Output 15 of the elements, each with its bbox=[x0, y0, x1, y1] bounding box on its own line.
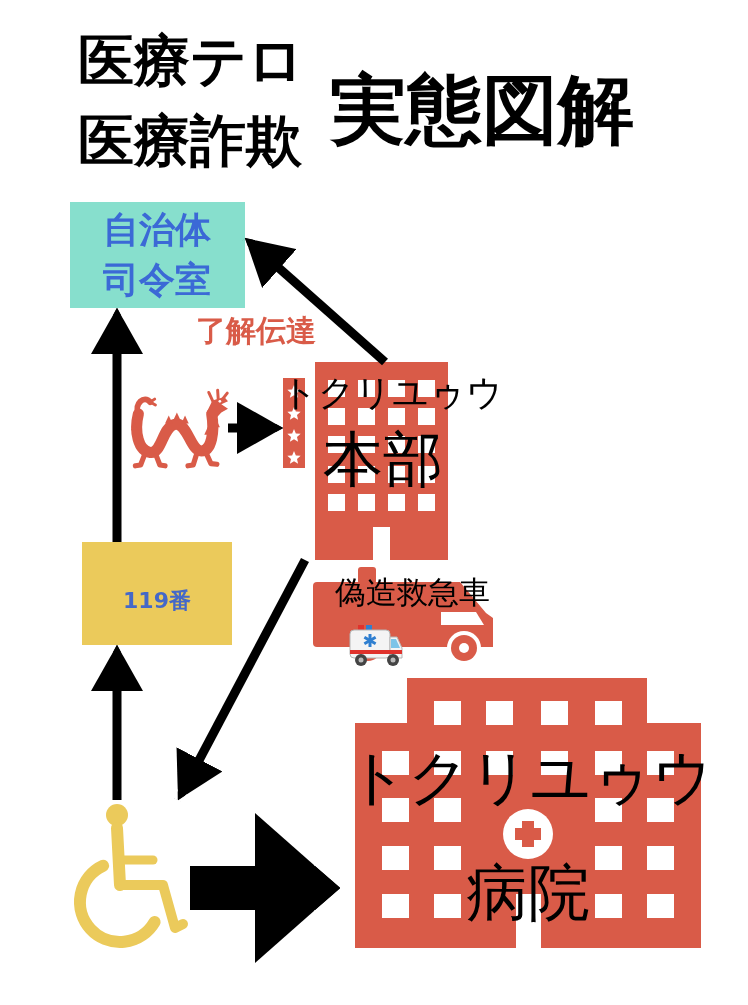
arrow bbox=[91, 308, 143, 542]
arrow bbox=[91, 645, 143, 800]
heading: 医療テロ bbox=[78, 30, 304, 92]
heading: 医療詐欺 bbox=[78, 110, 302, 172]
dragon-icon bbox=[128, 387, 228, 469]
building-label: 病院 bbox=[466, 857, 590, 929]
block-arrow bbox=[190, 813, 340, 963]
building-label: 本部 bbox=[323, 424, 443, 494]
title: 実態図解 bbox=[330, 68, 634, 152]
box-label: 自治体司令室 bbox=[102, 208, 213, 302]
label-box bbox=[70, 202, 245, 308]
edge-label: 了解伝達 bbox=[196, 314, 316, 347]
label-box bbox=[82, 542, 232, 645]
box-label: 119番 bbox=[123, 588, 191, 614]
arrow bbox=[228, 402, 283, 454]
